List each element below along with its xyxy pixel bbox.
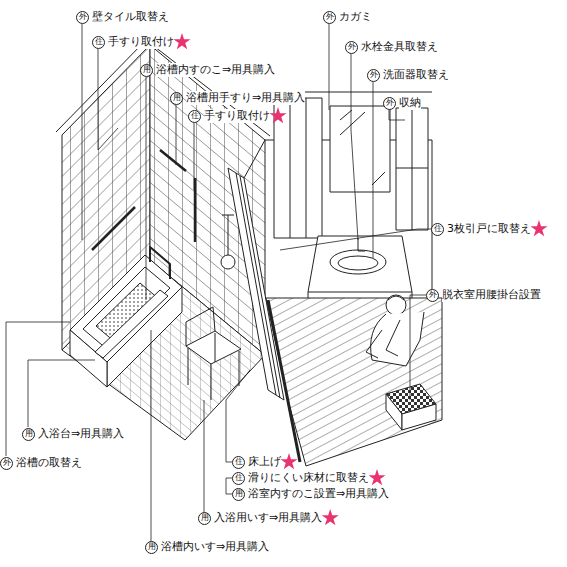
callout-item: 用入浴用いす⇒用具購入 [198, 511, 322, 525]
callout-item: 住滑りにくい床材に取替え [232, 471, 369, 485]
callout-item: 用浴槽内すのこ⇒用具購入 [140, 63, 275, 77]
callout-item: 外浴槽の取替え [0, 456, 82, 470]
callout-text: 浴槽内いす⇒用具購入 [161, 540, 269, 554]
callout-item: 用浴槽内いす⇒用具購入 [145, 540, 269, 554]
callout-text: カガミ [339, 10, 372, 24]
callout-text: 床上げ [248, 455, 281, 469]
star-mark [173, 33, 190, 49]
callout-item: 外収納 [383, 96, 421, 110]
category-mark: 用 [170, 92, 183, 105]
callout-item: 外洗面器取替え [367, 68, 449, 82]
callout-item: 住手すり取付け [188, 109, 270, 123]
category-mark: 住 [431, 223, 444, 236]
category-mark: 外 [76, 11, 89, 24]
callout-text: 浴室内すのこ設置⇒用具購入 [248, 487, 389, 501]
callout-item: 住床上げ [232, 455, 281, 469]
callout-item: 用浴槽用手すり⇒用具購入 [170, 91, 305, 105]
star-mark [530, 220, 547, 236]
callout-item: 住手すり取付け [92, 35, 174, 49]
category-mark: 外 [383, 97, 396, 110]
callout-text: 浴槽の取替え [16, 456, 82, 470]
callout-text: 壁タイル取替え [92, 10, 169, 24]
callout-item: 用入浴台⇒用具購入 [22, 427, 124, 441]
callout-text: 収納 [399, 96, 421, 110]
category-mark: 外 [367, 69, 380, 82]
callout-text: 手すり取付け [108, 35, 174, 49]
callout-item: 外脱衣室用腰掛台設置 [426, 288, 541, 302]
category-mark: 用 [140, 64, 153, 77]
callout-text: 滑りにくい床材に取替え [248, 471, 369, 485]
star-mark [269, 107, 286, 123]
category-mark: 用 [145, 541, 158, 554]
callout-text: 脱衣室用腰掛台設置 [442, 288, 541, 302]
callout-item: 用浴室内すのこ設置⇒用具購入 [232, 487, 389, 501]
category-mark: 外 [0, 457, 13, 470]
category-mark: 住 [232, 472, 245, 485]
category-mark: 住 [188, 110, 201, 123]
category-mark: 住 [232, 456, 245, 469]
category-mark: 用 [22, 428, 35, 441]
star-mark [368, 469, 385, 485]
callout-text: 入浴台⇒用具購入 [38, 427, 124, 441]
star-mark [322, 509, 339, 525]
callout-item: 外水栓金具取替え [345, 40, 438, 54]
callout-text: 入浴用いす⇒用具購入 [214, 511, 322, 525]
category-mark: 用 [198, 512, 211, 525]
callout-text: 浴槽用手すり⇒用具購入 [186, 91, 305, 105]
callout-item: 外壁タイル取替え [76, 10, 169, 24]
category-mark: 外 [323, 11, 336, 24]
category-mark: 用 [232, 488, 245, 501]
callout-text: 手すり取付け [204, 109, 270, 123]
category-mark: 外 [345, 41, 358, 54]
callout-text: 水栓金具取替え [361, 40, 438, 54]
category-mark: 外 [426, 289, 439, 302]
callout-text: 3枚引戸に取替え [447, 222, 531, 236]
callout-item: 外カガミ [323, 10, 372, 24]
callout-item: 住3枚引戸に取替え [431, 222, 531, 236]
callout-text: 浴槽内すのこ⇒用具購入 [156, 63, 275, 77]
leader-lines [6, 24, 437, 547]
star-mark [280, 453, 297, 469]
category-mark: 住 [92, 36, 105, 49]
callout-text: 洗面器取替え [383, 68, 449, 82]
